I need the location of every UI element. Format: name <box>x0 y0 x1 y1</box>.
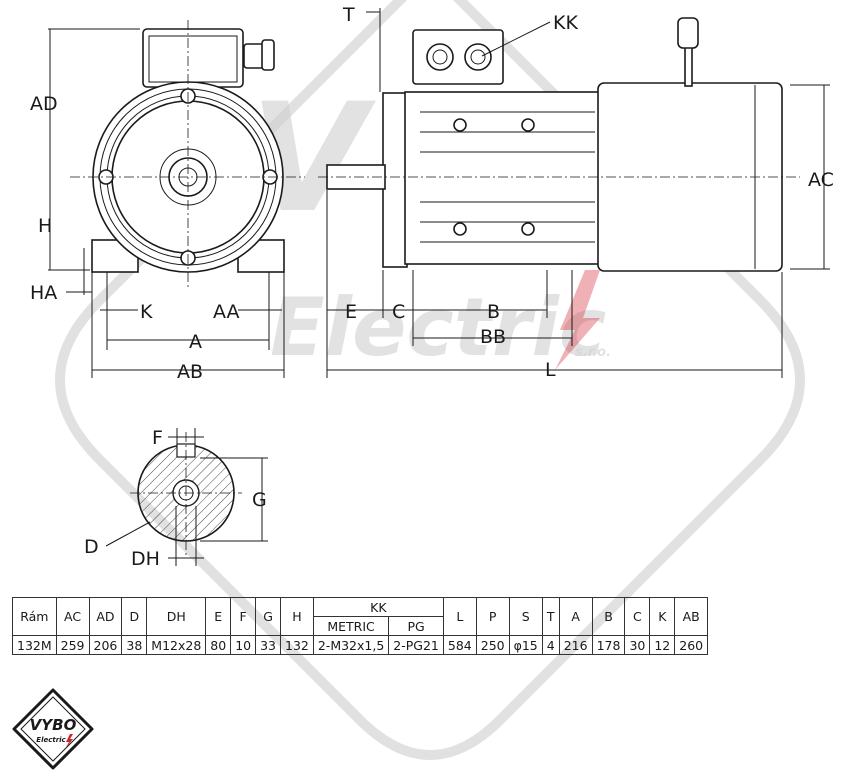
dim-ac-label: AC <box>808 169 834 191</box>
dim-ad-label: AD <box>30 93 58 115</box>
spec-cell: 206 <box>88 635 123 655</box>
spec-cell: 132 <box>280 635 314 655</box>
watermark-suffix: s.r.o. <box>575 345 611 360</box>
spec-cell: 80 <box>205 635 232 655</box>
spec-header: F <box>230 597 257 636</box>
dim-l-label: L <box>545 359 556 381</box>
spec-cell: 30 <box>624 635 651 655</box>
spec-cell: 4 <box>541 635 560 655</box>
front-cable-gland <box>243 43 265 69</box>
spec-header-row: Rám AC AD D DH E F G H KK L P S T A B C … <box>12 597 709 636</box>
spec-cell: 10 <box>230 635 257 655</box>
dim-g-label: G <box>252 489 267 511</box>
vybo-logo: VYBO Electric <box>12 688 94 770</box>
dim-k-label: K <box>140 301 153 323</box>
spec-cell: 2-M32x1,5 <box>312 635 390 655</box>
front-view <box>70 20 305 290</box>
spec-cell: φ15 <box>508 635 543 655</box>
spec-header-kk: KK <box>312 597 444 617</box>
spec-cell: 38 <box>121 635 148 655</box>
dim-a-label: A <box>189 331 202 353</box>
watermark-diamond <box>55 0 805 760</box>
spec-cell: 260 <box>674 635 709 655</box>
side-view <box>318 17 800 272</box>
spec-data-row: 132M 259 206 38 M12x28 80 10 33 132 2-M3… <box>12 635 709 655</box>
side-flange <box>382 92 408 268</box>
logo-text: VYBO <box>30 716 77 734</box>
dim-c-label: C <box>392 301 405 323</box>
spec-header: G <box>255 597 281 636</box>
spec-subheader: METRIC <box>312 616 390 636</box>
dim-f-label: F <box>152 427 163 449</box>
dim-t-label: T <box>342 4 355 26</box>
dim-ab-label: AB <box>177 361 203 383</box>
spec-cell: 178 <box>591 635 626 655</box>
spec-subheader: PG <box>388 616 444 636</box>
spec-header: B <box>591 597 626 636</box>
spec-header: C <box>624 597 651 636</box>
front-dimensions: AD H HA K AA A AB <box>30 28 285 383</box>
spec-cell: 584 <box>442 635 477 655</box>
shaft-section <box>130 432 242 556</box>
spec-header: D <box>121 597 148 636</box>
watermark-bolt <box>555 270 600 370</box>
spec-header: A <box>558 597 593 636</box>
spec-cell: M12x28 <box>146 635 207 655</box>
dim-kk-label: KK <box>553 12 578 34</box>
spec-header: H <box>280 597 314 636</box>
side-dimensions: T KK AC E C B BB L <box>326 4 834 381</box>
spec-cell: 2-PG21 <box>388 635 444 655</box>
spec-table: Rám AC AD D DH E F G H KK L P S T A B C … <box>12 597 709 655</box>
spec-header: E <box>205 597 232 636</box>
logo-diamond <box>12 688 94 770</box>
spec-header: AC <box>55 597 90 636</box>
dim-e-label: E <box>345 301 357 323</box>
front-terminal-box <box>142 28 244 88</box>
dim-aa-label: AA <box>213 301 240 323</box>
logo-bolt <box>65 734 73 749</box>
dim-b-label: B <box>487 301 500 323</box>
spec-header: S <box>508 597 543 636</box>
dim-bb-label: BB <box>480 326 506 348</box>
shaft-dimensions: F G D DH <box>84 427 268 570</box>
spec-cell: 250 <box>475 635 510 655</box>
spec-header: L <box>442 597 477 636</box>
dim-h-label: H <box>38 215 52 237</box>
spec-cell: 259 <box>55 635 90 655</box>
spec-header: T <box>541 597 560 636</box>
dim-d-label: D <box>84 536 99 558</box>
watermark-electric: Electric <box>270 281 606 374</box>
spec-cell: 12 <box>649 635 676 655</box>
spec-header: AD <box>88 597 123 636</box>
dim-ha-label: HA <box>30 282 57 304</box>
spec-header: AB <box>674 597 709 636</box>
spec-cell: 216 <box>558 635 593 655</box>
spec-header: K <box>649 597 676 636</box>
logo-subtext: Electric <box>36 736 66 744</box>
spec-header: DH <box>146 597 207 636</box>
spec-cell: 132M <box>12 635 57 655</box>
dim-dh-label: DH <box>131 548 160 570</box>
spec-header: Rám <box>12 597 57 636</box>
spec-cell: 33 <box>255 635 281 655</box>
side-frame <box>404 91 602 265</box>
spec-header: P <box>475 597 510 636</box>
